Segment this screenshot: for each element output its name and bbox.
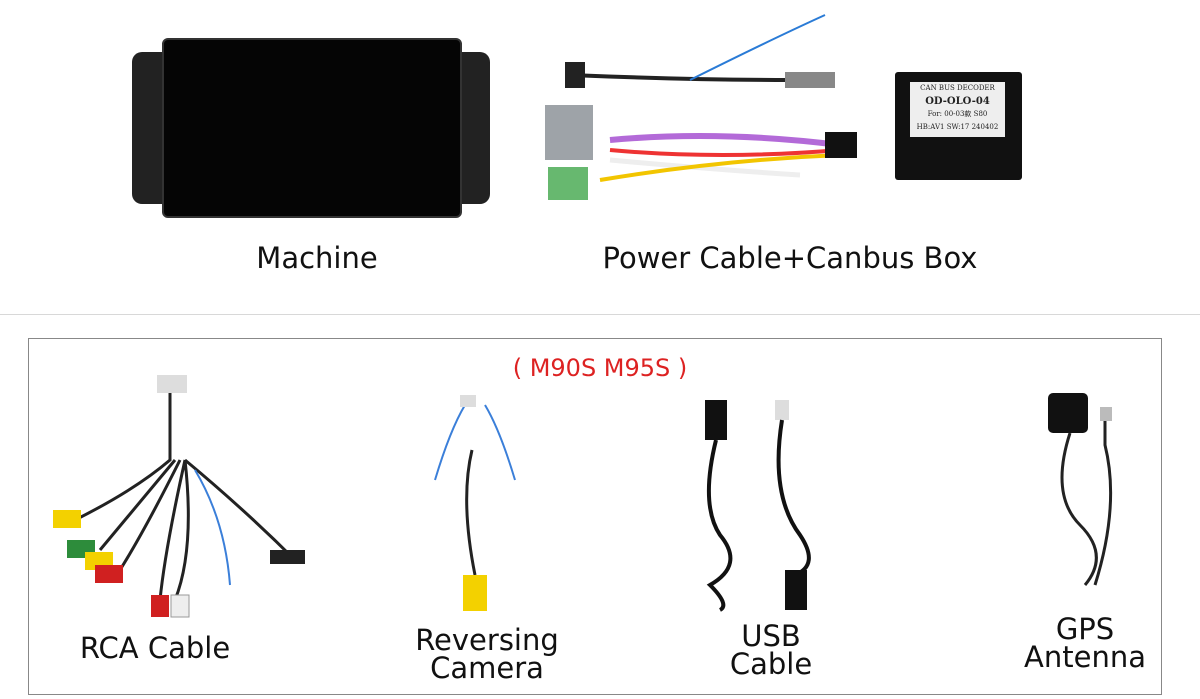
- label-line: GPS: [1055, 612, 1115, 646]
- head-unit-image: [132, 38, 490, 218]
- reversing-camera-cable-image: [434, 395, 516, 611]
- machine-label: Machine: [256, 241, 378, 275]
- label-line: Cable: [729, 647, 813, 681]
- power-cable-image: [545, 14, 857, 200]
- usb-cable-label: USB Cable: [671, 619, 871, 681]
- box-text: OD-OLO-04: [925, 96, 990, 107]
- accessories-frame: [28, 338, 1162, 695]
- usb-cable-image: [705, 400, 811, 612]
- canbus-box-image: CAN BUS DECODER OD-OLO-04 For: 00-03款 S8…: [895, 72, 1022, 180]
- box-text: CAN BUS DECODER: [920, 84, 995, 92]
- label-line: USB: [741, 619, 801, 653]
- label-line: Antenna: [1024, 640, 1146, 674]
- box-text: For: 00-03款 S80: [927, 110, 988, 118]
- gps-antenna-image: [1048, 393, 1113, 586]
- gps-antenna-label: GPS Antenna: [985, 612, 1185, 674]
- power-cable-label: Power Cable+Canbus Box: [602, 241, 978, 275]
- label-line: Camera: [430, 651, 544, 685]
- reversing-camera-label: Reversing Camera: [387, 623, 587, 685]
- models-note: ( M90S M95S ): [512, 354, 688, 382]
- label-line: Reversing: [415, 623, 559, 657]
- rca-cable-image: [53, 375, 305, 618]
- rca-cable-label: RCA Cable: [79, 631, 231, 665]
- box-text: HB:AV1 SW:17 240402: [916, 123, 999, 131]
- divider: [0, 314, 1200, 315]
